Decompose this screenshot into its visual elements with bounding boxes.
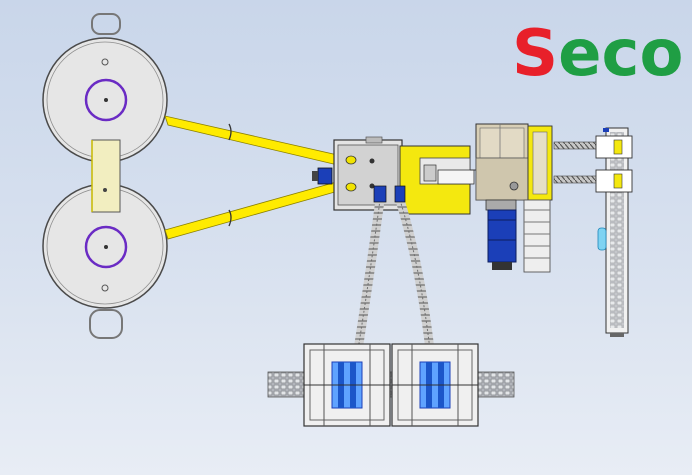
- reel-bottom-hub-ring: [84, 225, 128, 269]
- reel-top-hub-ring: [84, 78, 128, 122]
- center-cabinet: [475, 123, 529, 270]
- reel-stand: [91, 139, 121, 213]
- logo-letter-o: o: [639, 17, 684, 91]
- take-up-column: [595, 127, 633, 337]
- logo-letter-e: e: [558, 17, 602, 91]
- wire-top: [164, 115, 343, 167]
- wire-bottom: [164, 180, 343, 240]
- hose-right: [395, 198, 435, 351]
- cage-right: [391, 343, 479, 427]
- blue-motor: [487, 209, 517, 263]
- logo-letter-s: S: [512, 17, 559, 91]
- logo-letter-c: c: [601, 17, 640, 91]
- main-head-unit: [312, 136, 403, 211]
- step-guide: [523, 199, 551, 273]
- seco-logo: Seco: [512, 18, 683, 90]
- cage-left: [303, 343, 391, 427]
- yellow-frame: [399, 145, 480, 215]
